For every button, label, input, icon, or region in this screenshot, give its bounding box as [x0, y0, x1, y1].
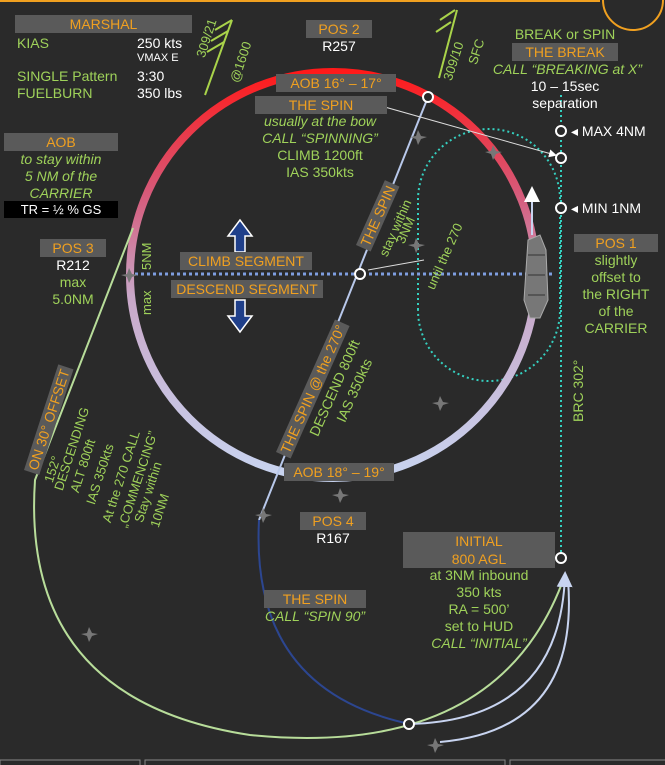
carrier-icon	[523, 234, 549, 319]
pos1-line-5: CARRIER	[584, 320, 648, 336]
kias-value: 250 kts	[137, 35, 183, 51]
initial-title: INITIAL	[403, 532, 555, 550]
break-call: CALL “BREAKING at X”	[492, 61, 643, 77]
pos1-line-4: of the	[598, 303, 634, 319]
racetrack-pattern	[417, 128, 561, 382]
pos1-title: POS 1	[574, 234, 658, 252]
spin-bottom-title: THE SPIN	[264, 590, 366, 608]
pos3-radial: R212	[56, 257, 90, 273]
pos1-line-3: the RIGHT	[582, 286, 650, 302]
bottom-box-left	[0, 759, 141, 765]
pos4-radial: R167	[316, 530, 350, 546]
break-marker	[555, 152, 567, 164]
offset-path	[33, 227, 566, 739]
initial-marker	[555, 552, 567, 564]
aob-left-line-2: 5 NM of the	[24, 168, 98, 184]
pos4-title: POS 4	[300, 512, 366, 530]
pos3-title: POS 3	[40, 239, 106, 257]
spin-line-3: CLIMB 1200ft	[277, 147, 363, 163]
wind-barbs-right	[435, 9, 456, 33]
break-separation-1: 10 – 15sec	[530, 78, 600, 94]
pos3-dist: 5.0NM	[52, 291, 94, 307]
the-spin-title: THE SPIN	[255, 96, 387, 114]
vmax-value: VMAX E	[137, 52, 179, 64]
spin-line-2: CALL “SPINNING”	[262, 130, 378, 146]
pos1-line-1: slightly	[594, 252, 638, 268]
pos1-line-2: offset to	[591, 269, 641, 285]
spin90-marker	[403, 718, 415, 730]
aob-left-line-3: CARRIER	[29, 185, 93, 201]
initial-call: CALL “INITIAL”	[431, 635, 527, 651]
five-nm-label: 5NM	[139, 242, 154, 270]
initial-line-3: RA = 500’	[448, 601, 510, 617]
spin-bottom-call: CALL “SPIN 90”	[264, 608, 366, 624]
min-1nm-marker	[555, 202, 567, 214]
bottom-box-right	[509, 759, 665, 765]
wind-arrow-left	[204, 19, 233, 96]
fuelburn-label: FUELBURN	[17, 85, 93, 101]
spin-descent-path	[257, 519, 411, 725]
return-arc-outer	[439, 579, 570, 743]
pos2-radial: R257	[322, 38, 356, 54]
return-arc-inner	[409, 571, 573, 725]
single-pattern-label: SINGLE Pattern	[17, 68, 118, 84]
min-1nm-label: ◂ MIN 1NM	[571, 200, 642, 216]
min-1nm-text: MIN 1NM	[581, 200, 642, 216]
break-or-spin: BREAK or SPIN	[514, 26, 616, 42]
turn-rate: TR = ½ % GS	[4, 201, 118, 218]
initial-line-2: 350 kts	[456, 584, 502, 600]
single-pattern-value: 3:30	[137, 68, 165, 84]
aob-left-title: AOB	[4, 133, 118, 151]
spin-line-1: usually at the bow	[263, 113, 377, 129]
climb-segment: CLIMB SEGMENT	[180, 252, 312, 270]
aob-left-line-1: to stay within	[20, 151, 102, 167]
descend-arrow-icon	[226, 299, 254, 334]
marshal-title: MARSHAL	[15, 15, 192, 33]
initial-sub: 800 AGL	[403, 550, 555, 568]
max-4nm-text: MAX 4NM	[581, 123, 646, 139]
center-marker	[354, 268, 366, 280]
pos3-max: max	[59, 274, 87, 290]
aircraft-markers	[81, 130, 502, 753]
pos2-title: POS 2	[306, 20, 372, 38]
max-label: max	[139, 290, 154, 315]
wind-arrow-right	[438, 9, 458, 79]
wind-barbs-left	[206, 19, 233, 53]
initial-line-4: set to HUD	[444, 618, 514, 634]
spin-start-marker	[422, 91, 434, 103]
fuelburn-value: 350 lbs	[137, 85, 183, 101]
climb-arrow-icon	[226, 218, 254, 253]
aob-top: AOB 16° – 17°	[276, 74, 396, 92]
break-separation-2: separation	[532, 95, 598, 111]
the-break-title: THE BREAK	[512, 43, 618, 61]
max-4nm-marker	[555, 125, 567, 137]
initial-line-1: at 3NM inbound	[429, 567, 529, 583]
kias-label: KIAS	[17, 35, 49, 51]
spin-line-4: IAS 350kts	[286, 164, 354, 180]
descend-segment: DESCEND SEGMENT	[171, 280, 323, 298]
bottom-box-mid	[144, 759, 506, 765]
max-4nm-label: ◂ MAX 4NM	[571, 123, 646, 139]
break-leader	[359, 99, 557, 158]
brc-label: BRC 302°	[570, 359, 586, 422]
corner-arc	[602, 0, 664, 31]
aob-bottom: AOB 18° – 19°	[284, 463, 394, 481]
until-leader	[367, 259, 425, 271]
